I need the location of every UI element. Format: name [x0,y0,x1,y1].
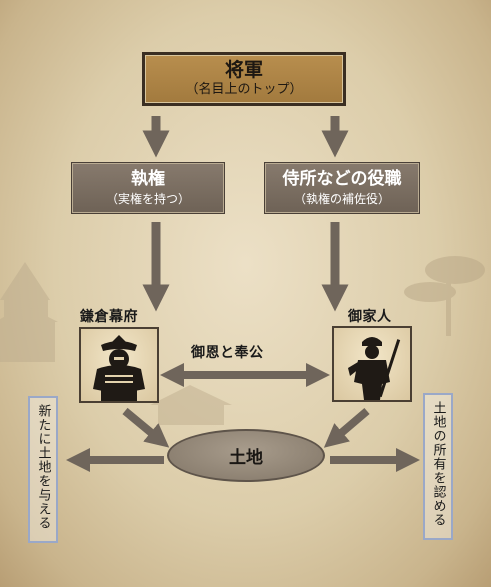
kamakura-bakufu-label: 鎌倉幕府 [80,309,138,325]
shogun-armor-portrait [79,327,159,403]
shogun-title: 将軍 [224,59,263,81]
background-trees [404,256,485,336]
samurai-dokoro-title: 侍所などの役職 [282,169,402,189]
shikken-box: 執権 （実権を持つ） [71,162,225,214]
shogun-subtitle: （名目上のトップ） [185,82,303,97]
land-label: 土地 [229,448,263,468]
shikken-subtitle: （実権を持つ） [105,192,190,206]
new-land-grant-note: 新たに土地を与える [28,396,58,543]
background-castle [0,262,58,362]
gokenin-warrior-portrait [332,326,412,402]
samurai-dokoro-subtitle: （執権の補佐役） [293,192,390,206]
land-ellipse: 土地 [167,429,325,482]
arrow-gokenin-to-land [323,407,370,448]
samurai-dokoro-box: 侍所などの役職 （執権の補佐役） [264,162,420,214]
arrow-bakufu-to-land [122,407,170,448]
warrior-icon [348,337,401,400]
shogun-box: 将軍 （名目上のトップ） [142,52,346,106]
shikken-title: 執権 [131,169,165,189]
goon-houkou-label: 御恩と奉公 [191,345,264,361]
gokenin-label: 御家人 [348,309,392,325]
land-ownership-note: 土地の所有を認める [423,393,453,540]
samurai-armor-icon [93,335,145,401]
background-house [150,385,232,425]
